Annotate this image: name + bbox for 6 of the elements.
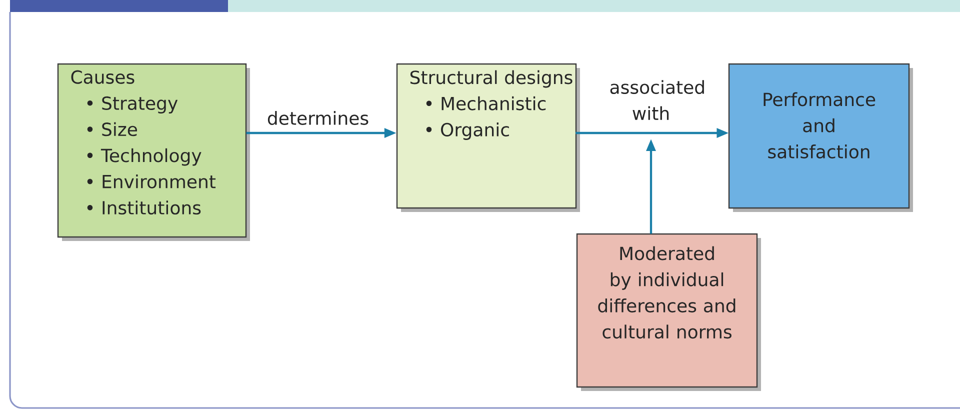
edge-label: associated with (610, 80, 704, 120)
process-box: Structural designs • Mechanistic • Organic (396, 63, 580, 212)
process-box: Performance and satisfaction (728, 63, 913, 212)
edge-label: determines (268, 111, 368, 125)
process-box: Causes • Strategy • Size • Technology • Environment • Institutions (57, 63, 250, 241)
process-box: Moderated by individual differences and cultural norms (576, 233, 761, 391)
